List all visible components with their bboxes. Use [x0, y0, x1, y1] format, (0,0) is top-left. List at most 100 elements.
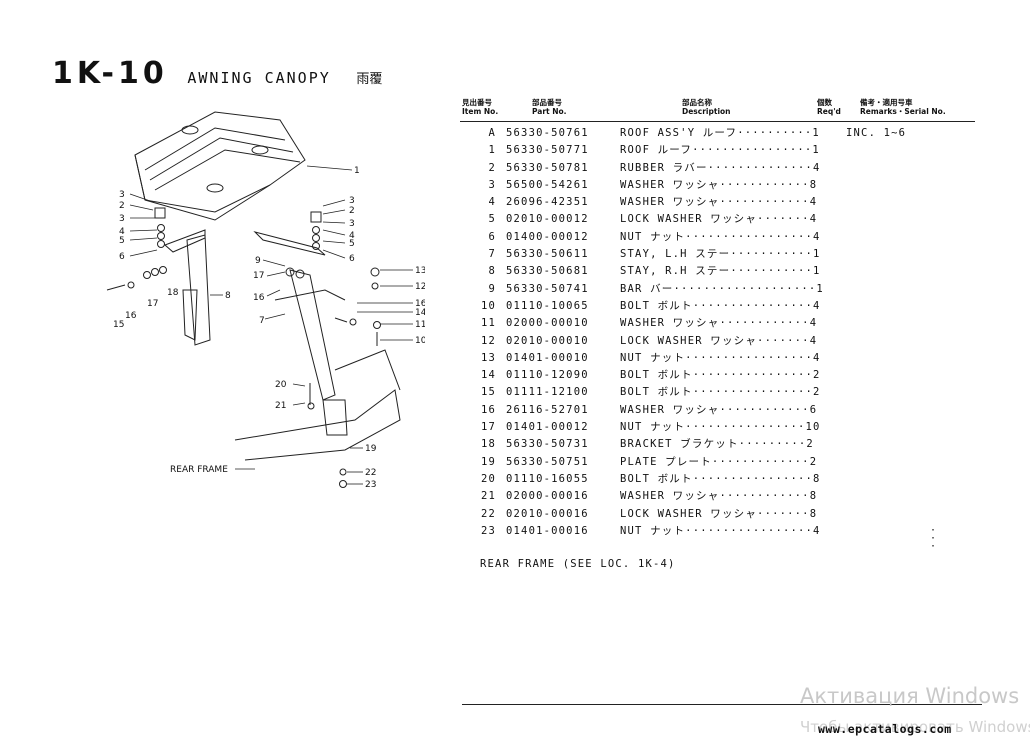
part-description: BOLT ボルト················4: [620, 299, 821, 312]
part-number: 01110-16055: [506, 472, 589, 485]
item-number: 4: [488, 196, 496, 209]
part-number: 26116-52701: [506, 403, 589, 416]
part-description: LOCK WASHER ワッシャ·······8: [620, 507, 818, 520]
item-number: 9: [488, 282, 496, 295]
part-number: 26096-42351: [506, 196, 589, 209]
label-16: 16: [253, 293, 265, 303]
item-number: 18: [480, 438, 496, 451]
label-18: 18: [167, 288, 179, 298]
label-4: 4: [119, 227, 125, 237]
part-number: 02010-00010: [506, 334, 589, 347]
item-number: 17: [480, 421, 496, 434]
label-9: 9: [255, 256, 261, 266]
part-description: BOLT ボルト················8: [620, 472, 821, 485]
label-20: 20: [275, 380, 287, 390]
part-number: 02010-00016: [506, 507, 589, 520]
activation-watermark-sub: Чтобы активировать Windows: [800, 718, 1030, 736]
part-remarks: INC. 1~6: [846, 127, 907, 139]
table-row: 10 01110-10065 BOLT ボルト················4: [460, 298, 975, 315]
part-description: ROOF ルーフ················1: [620, 144, 820, 157]
item-number: 7: [488, 248, 496, 261]
item-number: A: [488, 127, 496, 139]
label-21: 21: [275, 401, 286, 411]
part-description: BOLT ボルト················2: [620, 386, 821, 399]
bottom-rule: [462, 704, 982, 705]
part-number: 01401-00012: [506, 421, 589, 434]
item-number: 1: [488, 144, 496, 157]
table-row: 15 01111-12100 BOLT ボルト················2: [460, 384, 975, 401]
part-description: NUT ナット·················4: [620, 524, 821, 537]
label-2: 2: [349, 206, 355, 216]
section-code: 1K-10: [52, 56, 168, 91]
table-row: 23 01401-00016 NUT ナット·················4: [460, 523, 975, 540]
part-description: BRACKET ブラケット·········2: [620, 438, 814, 451]
part-description: WASHER ワッシャ············8: [620, 490, 818, 503]
item-number: 15: [480, 386, 496, 399]
label-14: 14: [415, 308, 425, 318]
item-number: 21: [480, 490, 496, 503]
part-number: 01111-12100: [506, 386, 589, 399]
table-row: 4 26096-42351 WASHER ワッシャ············4: [460, 194, 975, 211]
part-description: LOCK WASHER ワッシャ·······4: [620, 213, 818, 226]
label-8: 8: [225, 291, 231, 301]
part-number: 01110-12090: [506, 369, 589, 382]
part-number: 56330-50741: [506, 282, 589, 295]
table-row: 18 56330-50731 BRACKET ブラケット·········2: [460, 436, 975, 453]
part-number: 56330-50761: [506, 127, 589, 139]
table-row: 20 01110-16055 BOLT ボルト················8: [460, 471, 975, 488]
part-number: 56330-50731: [506, 438, 589, 451]
part-description: NUT ナット·················4: [620, 230, 821, 243]
item-number: 16: [480, 403, 496, 416]
label-1: 1: [354, 166, 360, 176]
item-number: 20: [480, 472, 496, 485]
part-description: WASHER ワッシャ············4: [620, 196, 818, 209]
part-description: WASHER ワッシャ············6: [620, 403, 818, 416]
label-19: 19: [365, 444, 377, 454]
part-number: 02000-00010: [506, 317, 589, 330]
label-3: 3: [349, 219, 355, 229]
label-16: 16: [125, 311, 137, 321]
label-22: 22: [365, 468, 376, 478]
label-4: 4: [349, 231, 355, 241]
page-title: 1K-10 AWNING CANOPY 雨覆: [52, 56, 382, 91]
part-description: WASHER ワッシャ············8: [620, 178, 818, 191]
label-3: 3: [119, 190, 125, 200]
item-number: 10: [480, 299, 496, 312]
label-3: 3: [119, 214, 125, 224]
table-row: 5 02010-00012 LOCK WASHER ワッシャ·······4: [460, 211, 975, 228]
item-number: 23: [480, 524, 496, 537]
item-number: 5: [488, 213, 496, 226]
part-number: 01401-00016: [506, 524, 589, 537]
label-17: 17: [253, 271, 264, 281]
stay-drawing: [234, 231, 401, 461]
left-stay-drawing: [164, 229, 211, 346]
part-number: 02010-00012: [506, 213, 589, 226]
label-15: 15: [113, 320, 124, 330]
label-13: 13: [415, 266, 425, 276]
item-number: 13: [480, 351, 496, 364]
item-number: 3: [488, 178, 496, 191]
part-number: 56330-50751: [506, 455, 589, 468]
part-description: STAY, R.H ステー···········1: [620, 265, 821, 278]
table-row: 16 26116-52701 WASHER ワッシャ············6: [460, 402, 975, 419]
part-number: 56330-50681: [506, 265, 589, 278]
part-number: 01110-10065: [506, 299, 589, 312]
section-title: AWNING CANOPY: [187, 69, 331, 87]
item-number: 12: [480, 334, 496, 347]
part-description: BAR バー···················1: [620, 282, 824, 295]
